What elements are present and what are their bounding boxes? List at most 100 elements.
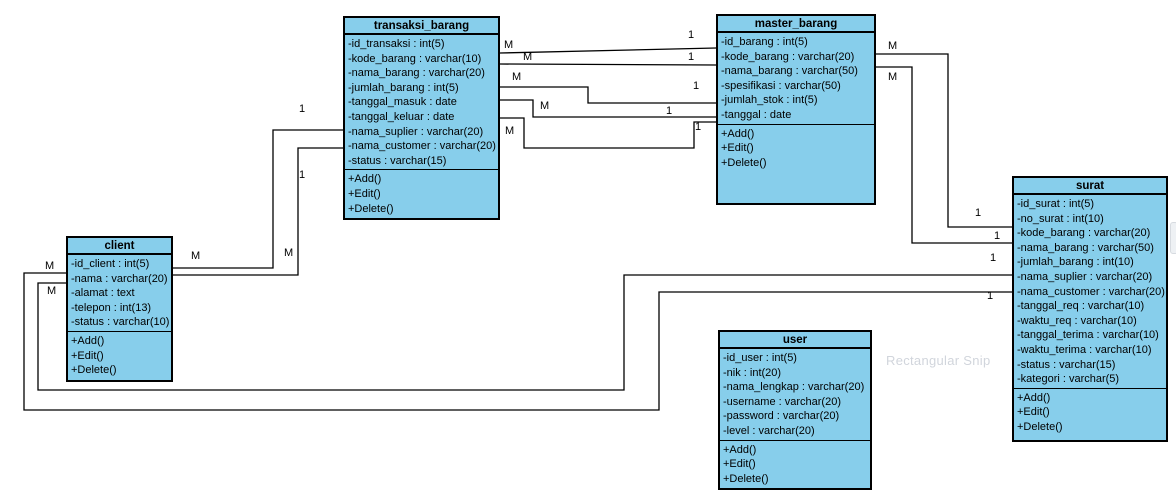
multiplicity-label-transaksi-master-e-1: 1 xyxy=(695,121,702,133)
entity-title-client: client xyxy=(68,238,171,255)
connector-transaksi-master-e[interactable] xyxy=(500,117,716,149)
methods-section: +Add() +Edit()+Delete() xyxy=(718,123,874,203)
method-row: +Delete() xyxy=(723,472,769,485)
connector-client-transaksi-g[interactable] xyxy=(173,147,343,276)
attribute-row: -nama_barang : varchar(20) xyxy=(348,67,485,80)
multiplicity-label-client-surat-outer-0: M xyxy=(45,260,55,272)
multiplicity-label-client-surat-inner-1: 1 xyxy=(990,252,997,264)
attribute-row: -status : varchar(15) xyxy=(348,154,447,167)
attribute-row: -nama : varchar(20) xyxy=(71,272,168,285)
attribute-row: -password : varchar(20) xyxy=(723,410,840,423)
connector-client-surat-outer[interactable] xyxy=(23,272,1012,411)
attribute-row: -tanggal_terima : varchar(10) xyxy=(1017,329,1159,342)
multiplicity-label-transaksi-master-c-0: M xyxy=(512,71,522,83)
method-row: +Delete() xyxy=(348,202,394,215)
method-row: +Delete() xyxy=(721,156,767,169)
attribute-row: -kode_barang : varchar(20) xyxy=(1017,227,1151,240)
method-row: +Add() xyxy=(723,443,757,456)
multiplicity-label-client-surat-outer-1: 1 xyxy=(987,290,994,302)
entity-master_barang[interactable]: master_barang-id_barang : int(5)-kode_ba… xyxy=(716,14,876,205)
attribute-row: -telepon : int(13) xyxy=(71,301,152,314)
attributes-section: -id_surat : int(5) -no_surat : int(10) -ko… xyxy=(1014,195,1166,388)
connector-transaksi-master-a[interactable] xyxy=(499,47,717,54)
method-row: +Add() xyxy=(71,334,105,347)
attribute-row: -status : varchar(10) xyxy=(71,316,170,329)
attribute-row: -tanggal_masuk : date xyxy=(348,96,457,109)
attribute-row: -id_surat : int(5) xyxy=(1017,198,1095,210)
attributes-section: -id_transaksi : int(5) -kode_barang : var… xyxy=(345,35,498,169)
attributes-section: -id_client : int(5) -nama : varchar(20) -a… xyxy=(68,255,171,331)
attribute-row: -id_client : int(5) xyxy=(71,258,150,270)
multiplicity-label-master-surat-k-0: M xyxy=(888,71,898,83)
entity-transaksi_barang[interactable]: transaksi_barang -id_transaksi : int(5) -k… xyxy=(343,16,500,220)
attribute-row: -alamat : text xyxy=(71,287,135,300)
method-row: +Edit() xyxy=(1017,406,1050,419)
entity-title-transaksi_barang: transaksi_barang xyxy=(345,18,498,35)
method-row: +Delete() xyxy=(1017,420,1063,433)
multiplicity-label-transaksi-master-b-1: 1 xyxy=(688,51,695,63)
entity-user[interactable]: user -id_user : int(5) -nik : int(20) -nama… xyxy=(718,330,872,490)
multiplicity-label-transaksi-master-e-0: M xyxy=(505,125,515,137)
attribute-row: -username : varchar(20) xyxy=(723,395,841,408)
attribute-row: -nama_customer : varchar(20) xyxy=(348,140,496,153)
multiplicity-label-transaksi-master-d-1: 1 xyxy=(666,105,673,117)
attribute-row: -no_surat : int(10) xyxy=(1017,212,1104,225)
attributes-section: -id_user : int(5) -nik : int(20) -nama_len… xyxy=(720,349,870,440)
attribute-row: -id_user : int(5) xyxy=(723,352,797,364)
snip-overlay-fragment xyxy=(1170,222,1176,254)
attribute-row: -nama_lengkap : varchar(20) xyxy=(723,381,865,394)
method-row: +Edit() xyxy=(348,187,381,200)
attribute-row: -nik : int(20) xyxy=(723,366,782,379)
connector-master-surat-k[interactable] xyxy=(876,66,1012,244)
attribute-row: -kategori : varchar(5) xyxy=(1017,373,1120,386)
multiplicity-label-client-transaksi-g-0: M xyxy=(284,247,294,259)
multiplicity-label-client-transaksi-f-1: 1 xyxy=(299,103,306,115)
attribute-row: -kode_barang : varchar(10) xyxy=(348,52,482,65)
multiplicity-label-transaksi-master-a-0: M xyxy=(504,39,514,51)
attribute-row: -nama_suplier : varchar(20) xyxy=(348,125,484,138)
connector-transaksi-master-b[interactable] xyxy=(499,63,717,66)
attribute-row: -id_transaksi : int(5) xyxy=(348,38,445,50)
connector-master-surat-j[interactable] xyxy=(876,53,1012,228)
entity-title-surat: surat xyxy=(1014,178,1166,195)
entity-title-user: user xyxy=(720,332,870,349)
multiplicity-label-master-surat-j-0: M xyxy=(888,40,898,52)
method-row: +Edit() xyxy=(723,458,756,471)
multiplicity-label-transaksi-master-b-0: M xyxy=(523,51,533,63)
methods-section: +Add() +Edit()+Delete() xyxy=(720,439,870,489)
attribute-row: -kode_barang : varchar(20) xyxy=(721,50,855,63)
method-row: +Add() xyxy=(721,127,755,140)
multiplicity-label-client-surat-inner-0: M xyxy=(47,285,57,297)
attribute-row: -level : varchar(20) xyxy=(723,424,815,437)
method-row: +Edit() xyxy=(71,349,104,362)
method-row: +Delete() xyxy=(71,364,117,377)
multiplicity-label-client-transaksi-f-0: M xyxy=(191,250,201,262)
attribute-row: -nama_barang : varchar(50) xyxy=(721,65,858,78)
attribute-row: -nama_customer : varchar(20) xyxy=(1017,285,1165,298)
attribute-row: -nama_suplier : varchar(20) xyxy=(1017,270,1153,283)
attribute-row: -jumlah_barang : int(5) xyxy=(348,81,459,94)
attribute-row: -waktu_req : varchar(10) xyxy=(1017,314,1137,327)
attribute-row: -status : varchar(15) xyxy=(1017,358,1116,371)
attribute-row: -tanggal_req : varchar(10) xyxy=(1017,300,1145,313)
method-row: +Edit() xyxy=(721,142,754,155)
attribute-row: -nama_barang : varchar(50) xyxy=(1017,241,1154,254)
connector-transaksi-master-d[interactable] xyxy=(500,99,716,118)
snip-tool-overlay-text: Rectangular Snip xyxy=(886,353,991,368)
entity-client[interactable]: client -id_client : int(5) -nama : varchar… xyxy=(66,236,173,382)
multiplicity-label-master-surat-k-1: 1 xyxy=(994,230,1001,242)
connector-client-transaksi-f[interactable] xyxy=(173,129,343,269)
connector-client-surat-inner[interactable] xyxy=(37,274,1012,391)
entity-title-master_barang: master_barang xyxy=(718,16,874,33)
attribute-row: -tanggal : date xyxy=(721,108,792,121)
multiplicity-label-transaksi-master-a-1: 1 xyxy=(688,29,695,41)
methods-section: +Add() +Edit() +Delete() xyxy=(68,330,171,380)
multiplicity-label-transaksi-master-d-0: M xyxy=(540,100,550,112)
entity-surat[interactable]: surat -id_surat : int(5) -no_surat : int(1… xyxy=(1012,176,1168,442)
connector-transaksi-master-c[interactable] xyxy=(500,86,716,104)
method-row: +Add() xyxy=(1017,391,1051,404)
methods-section: +Add()+Edit()+Delete() xyxy=(345,169,498,218)
attribute-row: -jumlah_stok : int(5) xyxy=(721,94,818,107)
